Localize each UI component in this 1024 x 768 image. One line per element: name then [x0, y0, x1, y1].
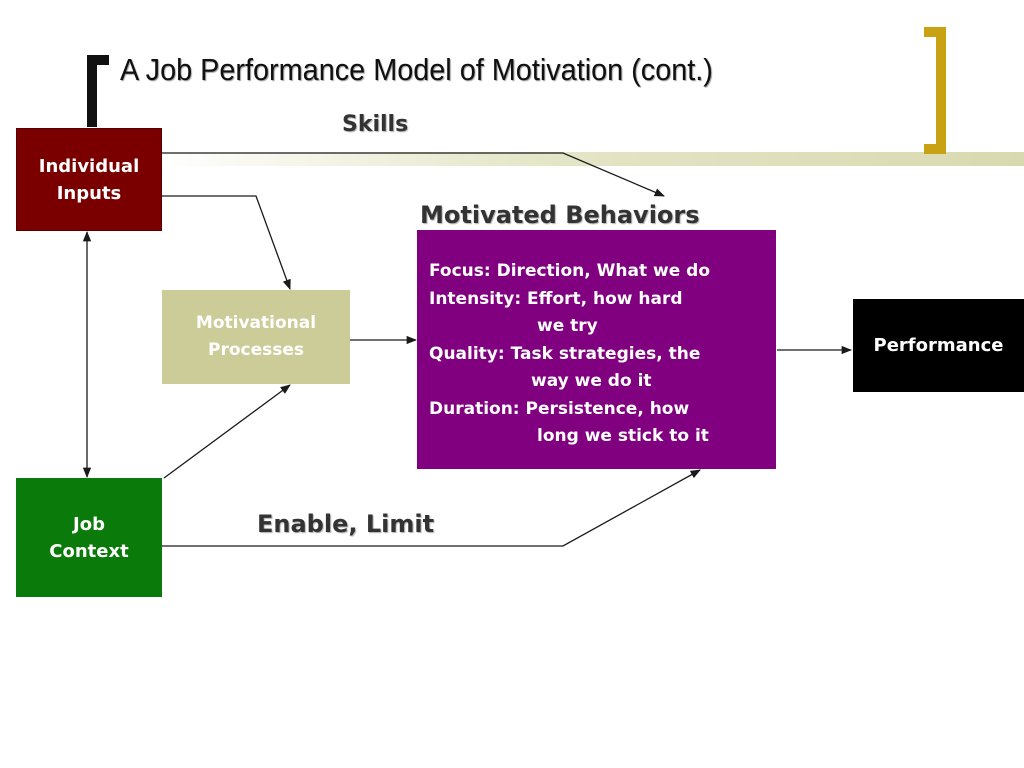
slide-title: A Job Performance Model of Motivation (c…	[120, 52, 713, 87]
performance-label: Performance	[873, 335, 1004, 356]
motivated-behaviors-box: Focus: Direction, What we do Intensity: …	[417, 230, 776, 469]
behavior-quality-cont: way we do it	[531, 371, 652, 391]
left-bracket	[87, 55, 97, 127]
right-bracket-bottom	[924, 144, 946, 154]
skills-label: Skills	[342, 112, 409, 137]
right-bracket	[936, 27, 946, 154]
job-context-box: Job Context	[16, 478, 162, 597]
skills-arrow	[162, 152, 665, 197]
inputs-to-processes-arrow	[162, 195, 291, 290]
individual-inputs-box: Individual Inputs	[16, 128, 162, 231]
left-bracket-top	[87, 55, 109, 65]
behavior-duration-cont: long we stick to it	[537, 426, 709, 446]
job-context-label: Job Context	[49, 513, 129, 562]
behavior-duration: Duration: Persistence, how	[429, 398, 690, 419]
motivational-processes-box: Motivational Processes	[162, 290, 350, 384]
behavior-intensity: Intensity: Effort, how hard	[429, 288, 683, 309]
motivated-behaviors-label: Motivated Behaviors	[420, 201, 700, 229]
performance-box: Performance	[853, 299, 1024, 392]
motivational-processes-label: Motivational Processes	[195, 313, 317, 360]
behavior-quality: Quality: Task strategies, the	[429, 343, 701, 364]
behavior-focus: Focus: Direction, What we do	[429, 261, 711, 281]
right-bracket-top	[924, 27, 946, 37]
individual-inputs-label: Individual Inputs	[38, 155, 140, 204]
behavior-intensity-cont: we try	[537, 316, 598, 336]
title-underline-gradient	[150, 152, 1024, 166]
context-to-processes-arrow	[163, 384, 291, 479]
enable-limit-arrow	[162, 469, 701, 547]
enable-limit-label: Enable, Limit	[257, 510, 435, 538]
